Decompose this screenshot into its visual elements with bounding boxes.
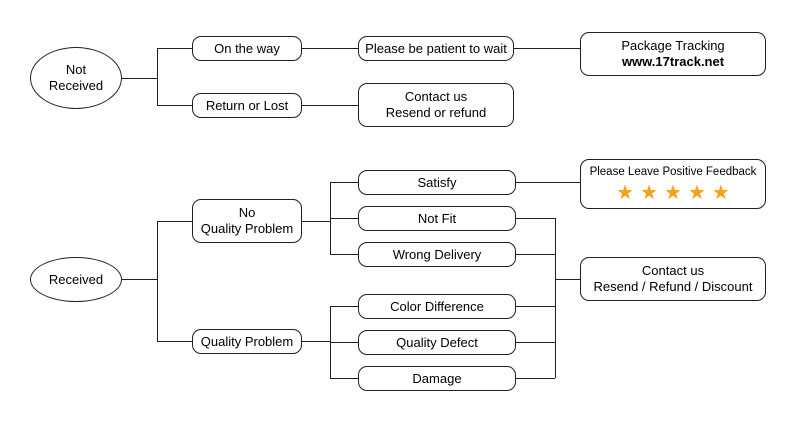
connector-received-trunk [122, 279, 157, 280]
node-feedback-label: Please Leave Positive Feedback [589, 165, 757, 178]
star-icon: ★ [711, 182, 730, 204]
node-package-tracking[interactable]: Package Tracking www.17track.net [580, 32, 766, 76]
connector-trunk-no-quality-problem [157, 221, 192, 222]
node-no-quality-problem-line2: Quality Problem [200, 221, 294, 236]
connector-branch-damage [330, 378, 358, 379]
node-damage[interactable]: Damage [358, 366, 516, 391]
node-not-fit-label: Not Fit [417, 210, 457, 226]
connector-trunk-on-the-way [157, 48, 192, 49]
node-quality-defect[interactable]: Quality Defect [358, 330, 516, 355]
star-icon: ★ [687, 182, 706, 204]
node-return-or-lost-label: Return or Lost [205, 97, 289, 113]
node-no-quality-problem[interactable]: No Quality Problem [192, 199, 302, 243]
node-contact-us-resend-refund-line2: Resend or refund [385, 105, 487, 120]
node-not-received[interactable]: Not Received [30, 47, 122, 109]
star-rating: ★ ★ ★ ★ ★ [616, 183, 730, 203]
connector-quality-defect-merge [516, 342, 555, 343]
node-satisfy-label: Satisfy [417, 174, 457, 190]
connector-trunk-quality-problem [157, 341, 192, 342]
merge-trunk-right [555, 218, 556, 378]
node-contact-us-discount-line2: Resend / Refund / Discount [593, 279, 753, 294]
node-color-difference-label: Color Difference [390, 298, 484, 314]
node-package-tracking-line1: Package Tracking [621, 38, 725, 54]
connector-on-the-way-please-wait [302, 48, 358, 49]
node-wrong-delivery[interactable]: Wrong Delivery [358, 242, 516, 267]
connector-trunk-return-or-lost [157, 105, 192, 106]
node-contact-us-resend-refund-discount[interactable]: Contact us Resend / Refund / Discount [580, 257, 766, 301]
node-on-the-way-label: On the way [214, 40, 280, 56]
node-no-quality-problem-line1: No [238, 205, 256, 221]
node-package-tracking-line2: www.17track.net [621, 54, 725, 69]
connector-not-received-trunk [122, 78, 157, 79]
node-wrong-delivery-label: Wrong Delivery [392, 246, 482, 262]
node-satisfy[interactable]: Satisfy [358, 170, 516, 195]
node-return-or-lost[interactable]: Return or Lost [192, 93, 302, 118]
node-quality-defect-label: Quality Defect [396, 334, 478, 350]
node-contact-us-discount-line1: Contact us [641, 263, 705, 279]
connector-not-fit-merge [516, 218, 555, 219]
connector-merge-contact-us [555, 279, 580, 280]
trunk-received [157, 221, 158, 341]
connector-damage-merge [516, 378, 555, 379]
connector-branch-not-fit [330, 218, 358, 219]
node-please-wait[interactable]: Please be patient to wait [358, 36, 514, 61]
star-icon: ★ [640, 182, 659, 204]
node-not-fit[interactable]: Not Fit [358, 206, 516, 231]
connector-color-difference-merge [516, 306, 555, 307]
node-not-received-line1: Not [65, 62, 87, 78]
star-icon: ★ [664, 182, 682, 204]
connector-branch-quality-defect [330, 342, 358, 343]
connector-return-or-lost-contact [302, 105, 358, 106]
node-contact-us-resend-refund[interactable]: Contact us Resend or refund [358, 83, 514, 127]
trunk-not-received [157, 48, 158, 105]
star-icon: ★ [616, 182, 635, 204]
connector-quality-branch [302, 341, 330, 342]
connector-branch-wrong-delivery [330, 254, 358, 255]
node-quality-problem[interactable]: Quality Problem [192, 329, 302, 354]
connector-branch-color-difference [330, 306, 358, 307]
connector-please-wait-tracking [514, 48, 580, 49]
node-color-difference[interactable]: Color Difference [358, 294, 516, 319]
connector-satisfy-feedback [516, 182, 580, 183]
connector-wrong-delivery-merge [516, 254, 555, 255]
node-please-wait-label: Please be patient to wait [365, 40, 507, 56]
node-quality-problem-label: Quality Problem [200, 333, 294, 349]
node-received[interactable]: Received [30, 257, 122, 302]
node-not-received-line2: Received [48, 78, 104, 93]
node-on-the-way[interactable]: On the way [192, 36, 302, 61]
connector-branch-satisfy [330, 182, 358, 183]
node-received-label: Received [48, 271, 104, 287]
connector-no-quality-branch [302, 221, 330, 222]
node-feedback[interactable]: Please Leave Positive Feedback ★ ★ ★ ★ ★ [580, 159, 766, 209]
node-contact-us-resend-refund-line1: Contact us [404, 89, 468, 105]
node-damage-label: Damage [412, 370, 462, 386]
